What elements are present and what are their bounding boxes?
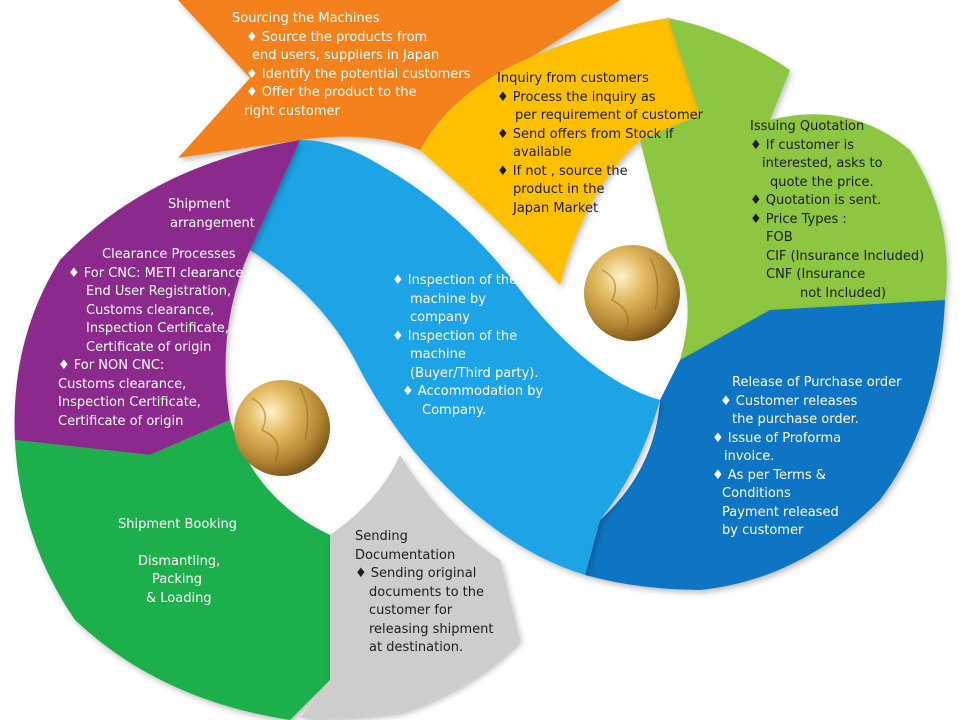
orange-text-line: ♦ Source the products from xyxy=(246,29,428,45)
grey-text-line: ♦ Sending original xyxy=(355,566,477,581)
green-line-1: Dismantling, xyxy=(138,553,221,569)
yellow-text-line: Inquiry from customers xyxy=(497,71,649,86)
cyan-segment xyxy=(230,140,660,575)
purple-text-line: ♦ For NON CNC: xyxy=(58,358,165,373)
yellow-text-line: product in the xyxy=(513,182,605,197)
purple-text-line: Customs clearance, xyxy=(86,302,215,318)
cyan-text: ♦ Inspection of the machine by company ♦ In… xyxy=(392,272,543,420)
blue-text: Release of Purchase order ♦ Customer rele… xyxy=(712,374,901,541)
cyan-text-line: machine by xyxy=(410,291,486,307)
grey-text-line: releasing shipment xyxy=(369,621,494,637)
orange-text-line: end users, suppliers in Japan xyxy=(252,48,440,63)
purple-text-line: Certificate of origin xyxy=(58,413,184,429)
purple-text-line: Inspection Certificate, xyxy=(58,395,201,410)
lime-text-line: ♦ Quotation is sent. xyxy=(750,193,882,208)
green-title: Shipment Booking xyxy=(118,517,237,532)
yellow-text-line: available xyxy=(513,145,572,160)
cyan-text-line: company xyxy=(410,310,470,325)
lime-segment xyxy=(640,18,947,360)
blue-text-line: Conditions xyxy=(722,486,791,501)
orange-text-line: ♦ Offer the product to the xyxy=(246,85,417,100)
lime-text: Issuing Quotation ♦ If customer is interes… xyxy=(746,118,924,303)
yellow-text: Inquiry from customers ♦ Process the inqu… xyxy=(497,70,703,218)
grey-segment xyxy=(300,455,520,719)
lime-text-line: Issuing Quotation xyxy=(750,119,865,134)
cyan-text-line: ♦ Accommodation by xyxy=(402,384,544,399)
blue-text-line: Payment released xyxy=(722,504,839,520)
lime-text-line: interested, asks to xyxy=(762,156,883,171)
purple-text-line: Certificate of origin xyxy=(86,339,212,355)
cyan-text-line: (Buyer/Third party). xyxy=(410,365,539,381)
lime-text-line: not Included) xyxy=(800,285,887,301)
yellow-segment xyxy=(420,18,700,285)
purple-title-line-2: arrangement xyxy=(170,215,255,231)
purple-text-line: Clearance Processes xyxy=(102,247,236,262)
grey-text-line: at destination. xyxy=(369,640,464,655)
grey-text-line: customer for xyxy=(369,603,453,618)
lime-text-line: FOB xyxy=(766,230,793,245)
grey-text-line: Documentation xyxy=(355,547,456,563)
purple-segment xyxy=(14,140,301,455)
orange-text-line: ♦ Identify the potential customers xyxy=(246,66,471,82)
orange-segment xyxy=(178,0,620,158)
lime-text-line: CIF (Insurance Included) xyxy=(766,248,925,264)
purple-text-line: Inspection Certificate, xyxy=(86,321,229,336)
yellow-text-line: Japan Market xyxy=(513,200,599,216)
yellow-text-line: per requirement of customer xyxy=(515,108,703,123)
yellow-text-line: ♦ Send offers from Stock if xyxy=(497,126,674,142)
lime-text-line: CNF (Insurance xyxy=(766,267,866,282)
orange-text-line: right customer xyxy=(244,103,340,119)
cyan-text-line: ♦ Inspection of the xyxy=(392,328,518,344)
purple-text: Clearance Processes ♦ For CNC: METI clear… xyxy=(56,246,248,431)
blue-text-line: by customer xyxy=(722,523,804,538)
blue-text-line: invoice. xyxy=(724,449,775,464)
cyan-text-line: machine xyxy=(410,347,466,362)
green-line-3: & Loading xyxy=(146,590,212,606)
lime-text-line: ♦ Price Types : xyxy=(750,211,847,227)
left-globe xyxy=(234,380,330,476)
cyan-text-line: Company. xyxy=(422,402,487,418)
green-text: Shipment Booking Dismantling, Packing & … xyxy=(118,516,237,608)
green-line-2: Packing xyxy=(152,572,203,587)
blue-text-line: ♦ Issue of Proforma xyxy=(712,430,842,446)
blue-segment xyxy=(585,300,945,590)
purple-title-line-1: Shipment xyxy=(168,197,231,212)
purple-text-line: ♦ For CNC: METI clearance, xyxy=(68,265,248,281)
grey-text-line: documents to the xyxy=(369,584,485,600)
blue-text-line: the purchase order. xyxy=(732,412,859,427)
lime-text-line: quote the price. xyxy=(770,174,874,190)
lime-text-line: ♦ If customer is xyxy=(750,137,855,153)
purple-title: Shipment arrangement xyxy=(168,196,255,233)
grey-text-line: Sending xyxy=(355,529,408,544)
purple-text-line: Customs clearance, xyxy=(58,376,187,392)
purple-text-line: End User Registration, xyxy=(86,284,232,299)
blue-text-line: Release of Purchase order xyxy=(732,375,902,390)
right-globe xyxy=(584,245,680,341)
blue-text-line: ♦ Customer releases xyxy=(720,393,858,409)
green-segment xyxy=(15,420,330,720)
yellow-text-line: ♦ Process the inquiry as xyxy=(497,89,656,105)
orange-text: Sourcing the Machines ♦ Source the produc… xyxy=(232,10,470,121)
blue-text-line: ♦ As per Terms & xyxy=(712,467,826,483)
yellow-text-line: ♦ If not , source the xyxy=(497,163,628,179)
cyan-text-line: ♦ Inspection of the xyxy=(392,273,518,288)
orange-text-line: Sourcing the Machines xyxy=(232,11,380,26)
